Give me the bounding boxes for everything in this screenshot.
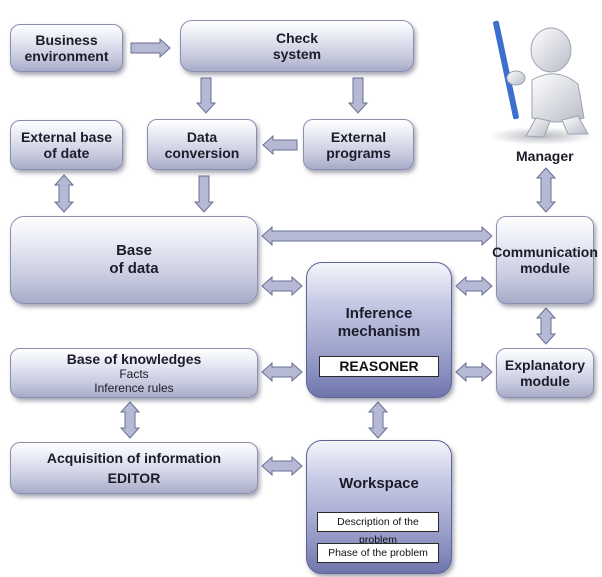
external-base-line-1: External base — [20, 129, 113, 145]
external-base-line-2: of date — [43, 145, 90, 161]
manager-label: Manager — [516, 148, 574, 164]
external-programs-line-1: External — [330, 128, 387, 145]
base-of-knowledges-title: Base of knowledges — [66, 351, 202, 367]
business-environment-line-1: Business — [35, 32, 98, 48]
explanatory-module-line-1: Explanatory — [504, 357, 586, 373]
check-system-line-2: system — [272, 46, 322, 62]
base-of-data-box: Base of data — [10, 216, 258, 304]
arrow-external-base-data — [53, 174, 75, 213]
communication-module-box: Communication module — [492, 216, 598, 304]
arrow-knowledges-inference — [261, 361, 303, 383]
communication-module-line-1: Communication — [492, 244, 598, 260]
arrow-business-to-check — [130, 37, 171, 59]
inference-mechanism-line-1: Inference — [345, 305, 413, 322]
base-of-knowledges-rules: Inference rules — [94, 381, 174, 395]
workspace-description-label: Description of the problem — [317, 512, 439, 546]
arrow-check-to-conversion — [195, 77, 217, 114]
data-conversion-line-1: Data — [186, 128, 218, 145]
arrow-conversion-to-base — [193, 175, 215, 213]
inference-mechanism-box: Inference mechanism — [306, 262, 452, 398]
inference-mechanism-line-2: mechanism — [337, 323, 421, 340]
data-conversion-box: Data conversion — [147, 119, 257, 170]
acquisition-title: Acquisition of information — [46, 450, 222, 466]
arrow-programs-to-conversion — [262, 134, 298, 156]
acquisition-editor-label: EDITOR — [107, 470, 161, 486]
data-conversion-line-2: conversion — [164, 144, 240, 161]
arrow-manager-communication — [535, 167, 557, 213]
explanatory-module-box: Explanatory module — [496, 348, 594, 398]
explanatory-module-line-2: module — [520, 373, 570, 389]
acquisition-of-information-box: Acquisition of information EDITOR — [10, 442, 258, 494]
arrow-inference-workspace — [367, 401, 389, 439]
external-programs-line-2: programs — [326, 144, 391, 161]
communication-module-line-2: module — [520, 260, 570, 276]
arrow-acquisition-workspace — [261, 455, 303, 477]
reasoner-label: REASONER — [319, 356, 439, 377]
workspace-title: Workspace — [339, 475, 419, 492]
manager-figure-icon — [489, 20, 593, 145]
check-system-line-1: Check — [275, 30, 319, 46]
external-programs-box: External programs — [303, 119, 414, 170]
arrow-check-to-programs — [347, 77, 369, 114]
arrow-communication-explanatory — [535, 307, 557, 345]
base-of-knowledges-facts: Facts — [119, 367, 149, 381]
arrow-inference-communication — [455, 275, 493, 297]
workspace-phase-label: Phase of the problem — [317, 543, 439, 563]
business-environment-box: Business environment — [10, 24, 123, 72]
business-environment-line-2: environment — [24, 48, 109, 64]
arrow-base-data-inference — [261, 275, 303, 297]
arrow-base-data-communication — [261, 225, 493, 247]
check-system-box: Check system — [180, 20, 414, 72]
base-of-data-line-1: Base — [116, 242, 152, 259]
base-of-knowledges-box: Base of knowledges Facts Inference rules — [10, 348, 258, 398]
arrow-inference-explanatory — [455, 361, 493, 383]
external-base-box: External base of date — [10, 120, 123, 170]
arrow-knowledges-acquisition — [119, 401, 141, 439]
base-of-data-line-2: of data — [109, 260, 159, 277]
